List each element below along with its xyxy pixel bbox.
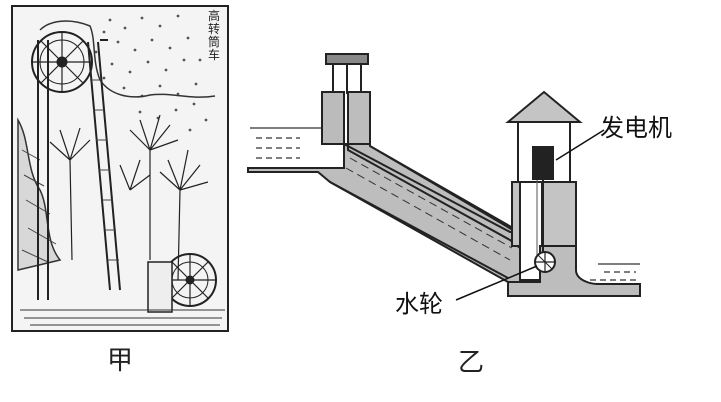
reservoir-water [250,128,322,158]
turbine-wheel [535,252,555,272]
tailwater [590,264,640,280]
sluice-box [148,262,172,312]
generator-label: 发电机 [600,116,672,140]
caption-jia: 甲 [107,348,133,374]
dam-body [248,92,540,282]
upper-wheel [32,32,92,92]
generator-box [532,146,554,180]
waterwheel-label: 水轮 [395,292,443,316]
painting-jia [12,6,228,331]
diagram-yi [248,54,640,300]
caption-yi: 乙 [458,350,484,376]
painting-inscription: 高转筒车 [206,10,222,62]
